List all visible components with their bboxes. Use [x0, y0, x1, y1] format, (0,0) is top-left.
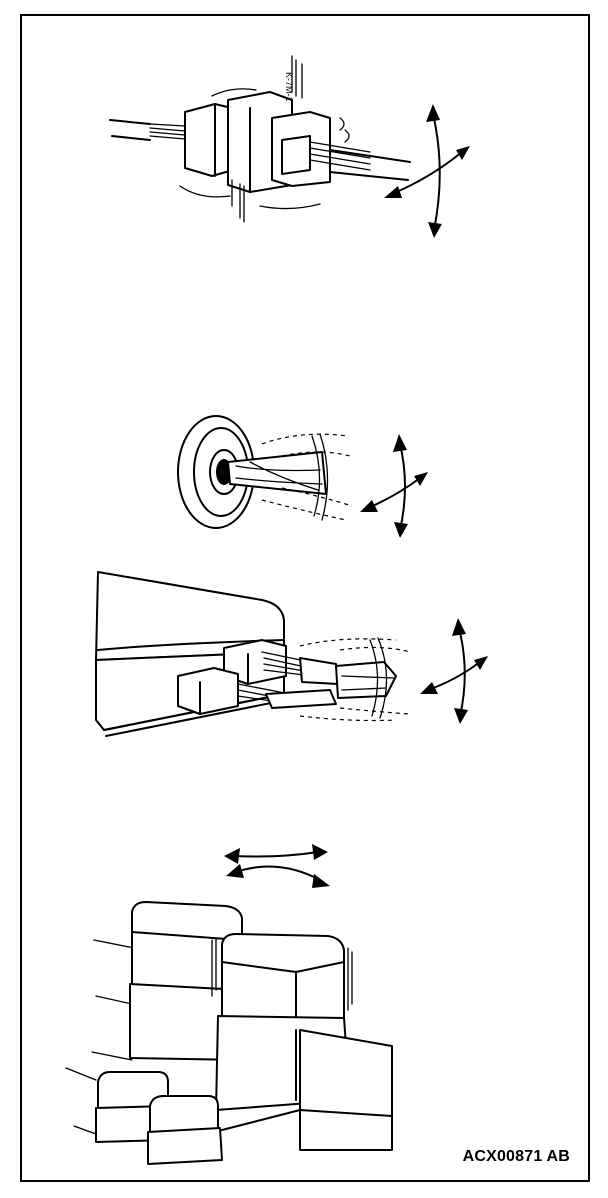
control-unit-illustration: [95, 571, 411, 737]
wiggle-arrows-icon: [224, 844, 330, 888]
connector-marking: K-7M-1: [284, 72, 294, 102]
inline-connector-illustration: K-7M-1: [109, 55, 411, 223]
wiggle-arrows-icon: [384, 104, 470, 238]
figure-reference-code: ACX00871 AB: [462, 1148, 570, 1165]
wiggle-arrows-icon: [360, 434, 428, 538]
relay-block-illustration: [65, 901, 393, 1165]
grommet-illustration: [177, 415, 353, 529]
wiggle-arrows-icon: [420, 618, 488, 724]
